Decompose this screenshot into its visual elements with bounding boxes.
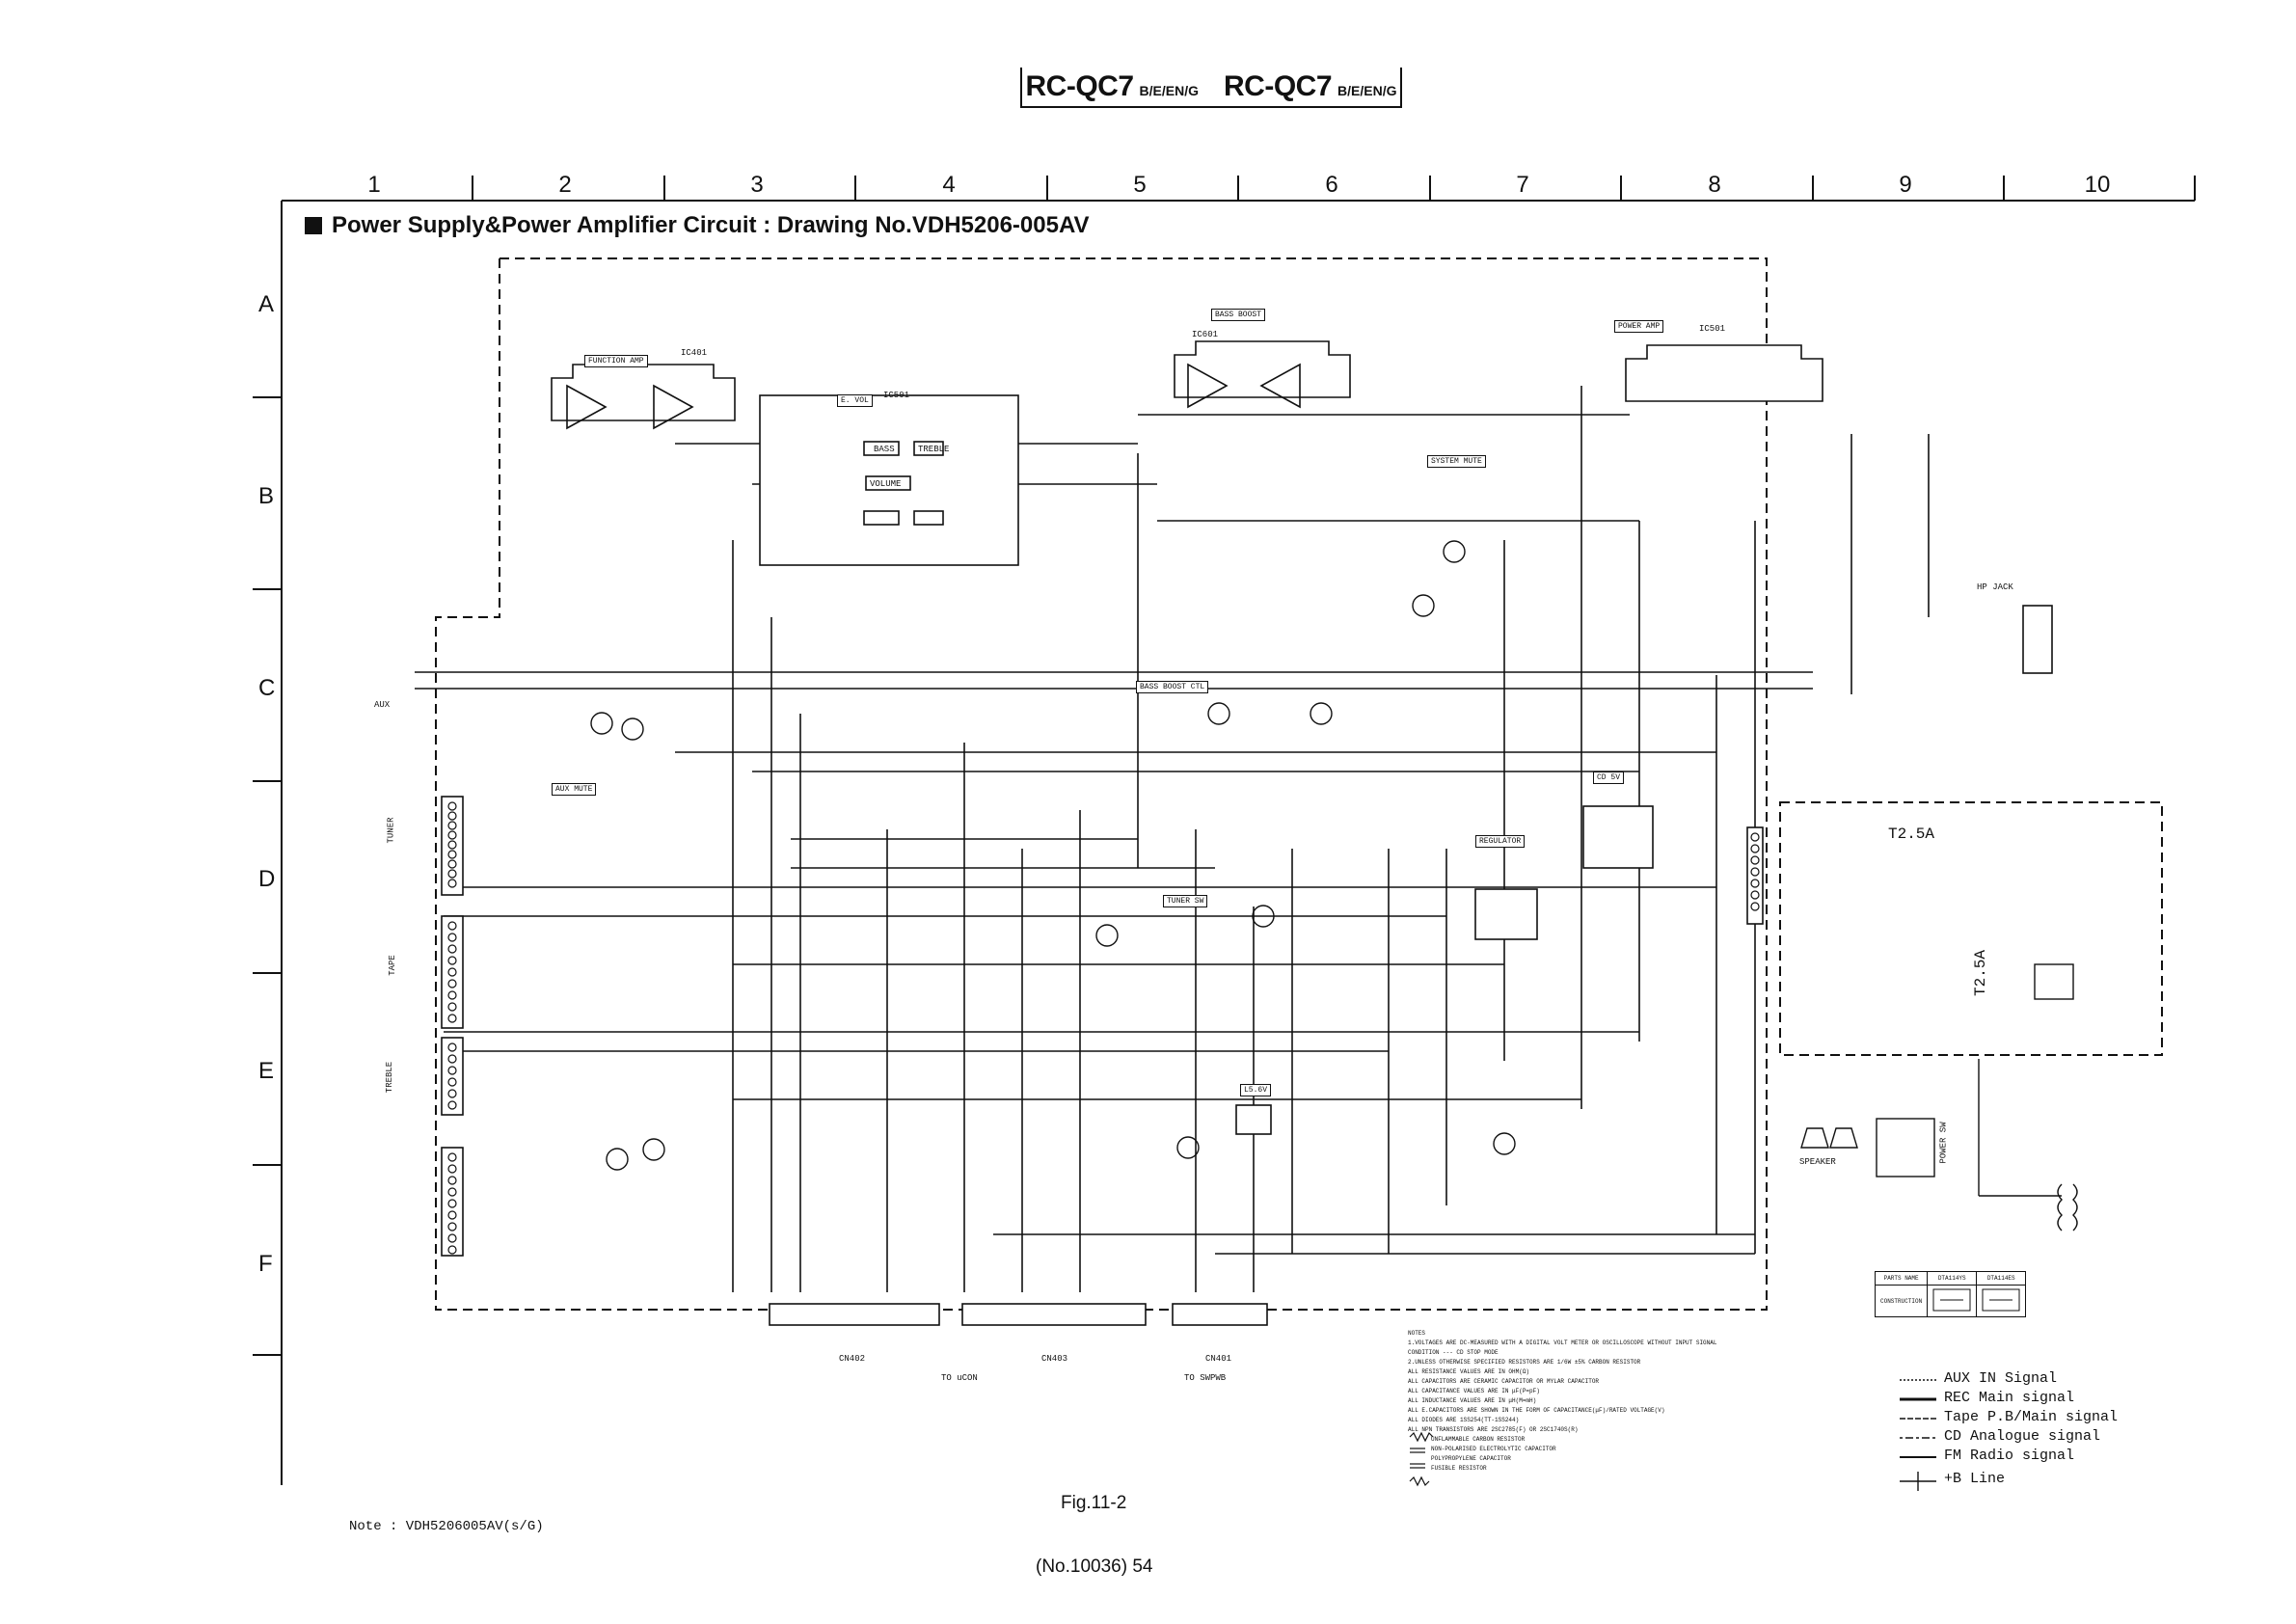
transistor-symbol-icon: [1982, 1288, 2020, 1312]
column-number: 4: [942, 172, 956, 198]
connector-label-speaker: SPEAKER: [1799, 1157, 1836, 1167]
note-line: ALL E.CAPACITORS ARE SHOWN IN THE FORM O…: [1408, 1407, 1665, 1414]
parts-table: PARTS NAME DTA114YS DTA114ES CONSTRUCTIO…: [1874, 1271, 2027, 1317]
connector-label-cn403: CN403: [1041, 1354, 1068, 1364]
signal-legend: AUX IN Signal REC Main signal Tape P.B/M…: [1944, 1369, 2118, 1489]
row-letter: B: [258, 483, 275, 509]
note-line: ALL NPN TRANSISTORS ARE 2SC2785(F) OR 2S…: [1408, 1426, 1579, 1433]
connector-label-to-swpwb: TO SWPWB: [1184, 1373, 1227, 1383]
connector-label-tape: TAPE: [387, 955, 397, 976]
block-label-tuner-sw: TUNER SW: [1163, 895, 1208, 907]
note-line: ALL INDUCTANCE VALUES ARE IN μH(M=mH): [1408, 1397, 1537, 1404]
block-label-function-amp: FUNCTION AMP: [584, 355, 648, 367]
block-label-aux: AUX: [374, 700, 391, 710]
legend-item: Tape P.B/Main signal: [1944, 1409, 2119, 1425]
note-line: NOTES: [1408, 1330, 1426, 1337]
block-label-treble: TREBLE: [918, 445, 950, 454]
block-label-regulator: REGULATOR: [1475, 835, 1526, 848]
block-label-bass: BASS: [874, 445, 895, 454]
column-number: 1: [367, 172, 381, 198]
table-cell: PARTS NAME: [1874, 1271, 1929, 1286]
note-line: ALL CAPACITANCE VALUES ARE IN μF(P=pF): [1408, 1388, 1540, 1394]
legend-item: CD Analogue signal: [1944, 1428, 2101, 1445]
fuse-label: T2.5A: [1972, 949, 1990, 997]
note-line: ALL DIODES ARE 1SS254(TT-1SS244): [1408, 1417, 1520, 1423]
block-label-cd-5v: CD 5V: [1593, 771, 1625, 784]
legend-item: REC Main signal: [1944, 1390, 2075, 1406]
row-letter: D: [258, 866, 276, 892]
legend-item: +B Line: [1944, 1471, 2006, 1487]
block-label-system-mute: SYSTEM MUTE: [1427, 455, 1486, 468]
diagram-title: Power Supply&Power Amplifier Circuit : D…: [305, 212, 1090, 239]
column-number: 2: [558, 172, 572, 198]
column-number: 8: [1708, 172, 1721, 198]
column-number: 7: [1516, 172, 1529, 198]
ic-label: IC401: [681, 348, 708, 358]
block-label-e-vol: E. VOL: [837, 394, 873, 407]
footer-note: Note : VDH5206005AV(s/G): [349, 1519, 544, 1534]
block-label-power-amp: POWER AMP: [1614, 320, 1664, 333]
row-letter: F: [258, 1251, 273, 1277]
transistor-symbol-icon: [1932, 1288, 1971, 1312]
block-label-volume: VOLUME: [870, 479, 902, 489]
ic-label: IC601: [1192, 330, 1219, 339]
note-line: ALL RESISTANCE VALUES ARE IN OHM(Ω): [1408, 1368, 1530, 1375]
notes-block: NOTES 1.VOLTAGES ARE DC-MEASURED WITH A …: [1408, 1329, 1774, 1474]
page-number: (No.10036) 54: [1036, 1556, 1153, 1577]
connector-label-cn401: CN401: [1205, 1354, 1232, 1364]
note-line: POLYPROPYLENE CAPACITOR: [1431, 1455, 1511, 1462]
ic-label: IC501: [883, 391, 910, 400]
table-cell: DTA114YS: [1927, 1271, 1978, 1286]
block-label-bass-boost-ctl: BASS BOOST CTL: [1136, 681, 1209, 693]
column-number: 10: [2084, 172, 2111, 198]
column-number: 5: [1133, 172, 1147, 198]
column-number: 6: [1325, 172, 1338, 198]
connector-label-to-ucon: TO uCON: [941, 1373, 978, 1383]
table-row: PARTS NAME DTA114YS DTA114ES: [1874, 1271, 2027, 1286]
note-line: NON-POLARISED ELECTROLYTIC CAPACITOR: [1431, 1446, 1556, 1452]
note-line: 2.UNLESS OTHERWISE SPECIFIED RESISTORS A…: [1408, 1359, 1641, 1366]
block-label-l5-6v: L5.6V: [1240, 1084, 1272, 1096]
connector-label-tuner: TUNER: [386, 817, 396, 844]
title-bullet-icon: [305, 217, 322, 234]
legend-item: FM Radio signal: [1944, 1448, 2075, 1464]
connector-label-power-sw: POWER SW: [1938, 1122, 1949, 1164]
note-line: UNFLAMMABLE CARBON RESISTOR: [1431, 1436, 1526, 1443]
row-letter: A: [258, 291, 275, 317]
table-cell: DTA114ES: [1976, 1271, 2027, 1286]
table-cell: [1927, 1285, 1978, 1317]
note-line: 1.VOLTAGES ARE DC-MEASURED WITH A DIGITA…: [1408, 1340, 1717, 1346]
row-letter: C: [258, 675, 276, 701]
legend-item: AUX IN Signal: [1944, 1370, 2058, 1387]
note-line: ALL CAPACITORS ARE CERAMIC CAPACITOR OR …: [1408, 1378, 1600, 1385]
row-letter: E: [258, 1058, 275, 1084]
figure-caption: Fig.11-2: [1061, 1493, 1127, 1513]
note-line: FUSIBLE RESISTOR: [1431, 1465, 1487, 1472]
table-row: CONSTRUCTION: [1874, 1285, 2027, 1317]
fuse-label: T2.5A: [1888, 826, 1935, 843]
block-label-aux-mute: AUX MUTE: [552, 783, 597, 796]
column-number: 9: [1899, 172, 1912, 198]
block-label-bass-boost: BASS BOOST: [1211, 309, 1266, 321]
table-cell: CONSTRUCTION: [1874, 1285, 1929, 1317]
connector-label-cn402: CN402: [839, 1354, 866, 1364]
block-label-hp-jack: HP JACK: [1977, 582, 2013, 592]
column-numbers: 1 2 3 4 5 6 7 8 9 10: [282, 172, 2195, 201]
column-number: 3: [750, 172, 764, 198]
note-line: CONDITION --- CD STOP MODE: [1408, 1349, 1499, 1356]
connector-label-treble: TREBLE: [385, 1061, 395, 1094]
ic-label: IC501: [1699, 324, 1726, 334]
table-cell: [1976, 1285, 2027, 1317]
